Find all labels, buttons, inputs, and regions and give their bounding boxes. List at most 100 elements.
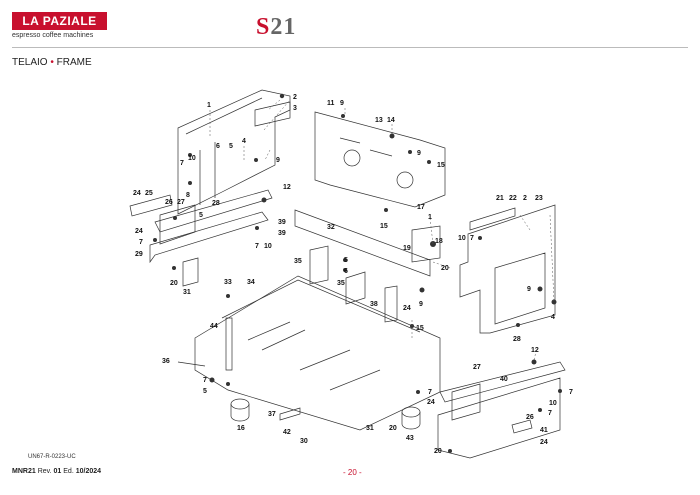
foot-43-body bbox=[401, 412, 421, 430]
callout-14: 14 bbox=[387, 117, 395, 124]
callout-43: 43 bbox=[406, 435, 414, 442]
callout-34: 34 bbox=[247, 279, 255, 286]
screw-15b bbox=[384, 208, 388, 212]
center-bracket-2 bbox=[345, 271, 366, 305]
callout-27b: 27 bbox=[473, 364, 481, 371]
section-bullet: • bbox=[50, 57, 54, 68]
section-title-it: TELAIO bbox=[12, 57, 48, 68]
logo-subtitle: espresso coffee machines bbox=[12, 32, 94, 39]
center-bracket-1 bbox=[309, 245, 329, 285]
callout-28: 28 bbox=[212, 200, 220, 207]
callout-7h: 7 bbox=[548, 410, 552, 417]
header-rule bbox=[12, 47, 688, 48]
callout-9d: 9 bbox=[419, 301, 423, 308]
callout-4b: 4 bbox=[551, 314, 555, 321]
screw-7c bbox=[255, 226, 259, 230]
section-title: TELAIO • FRAME bbox=[12, 57, 92, 68]
callout-3: 3 bbox=[293, 105, 297, 112]
base-tray bbox=[194, 275, 441, 431]
screw-9d bbox=[419, 287, 425, 293]
logo-text: LA PAZIALE bbox=[22, 14, 97, 28]
left-clip bbox=[129, 194, 173, 217]
callout-26b: 26 bbox=[526, 414, 534, 421]
screw-5c bbox=[343, 258, 347, 262]
back-panel-detail bbox=[339, 137, 393, 157]
screw-7d bbox=[478, 236, 482, 240]
washer-12a bbox=[261, 197, 267, 203]
base-tray-inner-edge bbox=[221, 279, 421, 333]
screw-5d bbox=[226, 382, 230, 386]
leader-dashes bbox=[209, 99, 555, 363]
callout-44: 44 bbox=[210, 323, 218, 330]
foot-16 bbox=[230, 398, 250, 410]
callout-8: 8 bbox=[186, 192, 190, 199]
center-upper-bar bbox=[294, 209, 431, 277]
rev-value: 01 bbox=[53, 468, 62, 475]
callout-12: 12 bbox=[283, 184, 291, 191]
right-upright-panel bbox=[459, 204, 556, 334]
callout-7g: 7 bbox=[569, 389, 573, 396]
callout-7f: 7 bbox=[428, 389, 432, 396]
callout-16: 16 bbox=[237, 425, 245, 432]
center-bracket-3 bbox=[384, 285, 398, 323]
callout-30: 30 bbox=[300, 438, 308, 445]
footer-doc-info: MNR21 Rev. 01 Ed. 10/2024 bbox=[12, 468, 101, 475]
screw-9c bbox=[408, 150, 412, 154]
left-foot-bracket bbox=[182, 257, 199, 287]
callout-25: 25 bbox=[145, 190, 153, 197]
callout-5: 5 bbox=[229, 143, 233, 150]
screw-10a bbox=[188, 153, 192, 157]
callout-5b: 5 bbox=[199, 212, 203, 219]
screw-9a bbox=[254, 158, 258, 162]
callout-15b: 15 bbox=[380, 223, 388, 230]
screw-8 bbox=[188, 181, 192, 185]
callout-38: 38 bbox=[370, 301, 378, 308]
callout-31: 31 bbox=[183, 289, 191, 296]
screw-7f bbox=[416, 390, 420, 394]
screw-9b bbox=[341, 114, 345, 118]
rev-label: Rev. bbox=[37, 468, 52, 475]
callout-37: 37 bbox=[268, 411, 276, 418]
callout-24c: 24 bbox=[403, 305, 411, 312]
callout-7: 7 bbox=[180, 160, 184, 167]
model-title-rest: 21 bbox=[270, 14, 297, 40]
callout-6: 6 bbox=[216, 143, 220, 150]
screw-36 bbox=[177, 361, 206, 367]
screw-7e bbox=[209, 377, 215, 383]
callout-24e: 24 bbox=[540, 439, 548, 446]
model-title: S21 bbox=[256, 14, 296, 41]
foot-43 bbox=[401, 406, 421, 418]
callout-20b: 20 bbox=[441, 265, 449, 272]
callout-21: 21 bbox=[496, 195, 504, 202]
callout-7d: 7 bbox=[470, 235, 474, 242]
back-panel bbox=[314, 111, 446, 208]
callout-41: 41 bbox=[540, 427, 548, 434]
screw-4b bbox=[551, 299, 557, 305]
screw-15a bbox=[427, 160, 431, 164]
screw-7b bbox=[153, 238, 157, 242]
left-slide bbox=[159, 204, 196, 245]
brand-logo: LA PAZIALE bbox=[12, 12, 107, 30]
page-number: - 20 - bbox=[343, 468, 362, 477]
screw-7g bbox=[558, 389, 562, 393]
callout-31b: 31 bbox=[366, 425, 374, 432]
callout-7b: 7 bbox=[139, 239, 143, 246]
callout-1: 1 bbox=[207, 102, 211, 109]
dashes-2 bbox=[344, 108, 451, 269]
ed-label: Ed. bbox=[63, 468, 74, 475]
front-right-bar bbox=[439, 361, 566, 403]
left-upright-panel bbox=[177, 89, 291, 215]
callout-15c: 15 bbox=[416, 325, 424, 332]
callout-35: 35 bbox=[294, 258, 302, 265]
front-right-panel bbox=[437, 377, 561, 459]
base-tray-ribs bbox=[247, 321, 381, 391]
screw-26a bbox=[173, 216, 177, 220]
model-title-first: S bbox=[256, 14, 271, 40]
callout-10: 10 bbox=[188, 155, 196, 162]
callout-10b: 10 bbox=[264, 243, 272, 250]
screw-33 bbox=[226, 294, 230, 298]
callout-20c: 20 bbox=[389, 425, 397, 432]
callout-13: 13 bbox=[375, 117, 383, 124]
part-42 bbox=[279, 407, 301, 421]
callout-10d: 10 bbox=[549, 400, 557, 407]
